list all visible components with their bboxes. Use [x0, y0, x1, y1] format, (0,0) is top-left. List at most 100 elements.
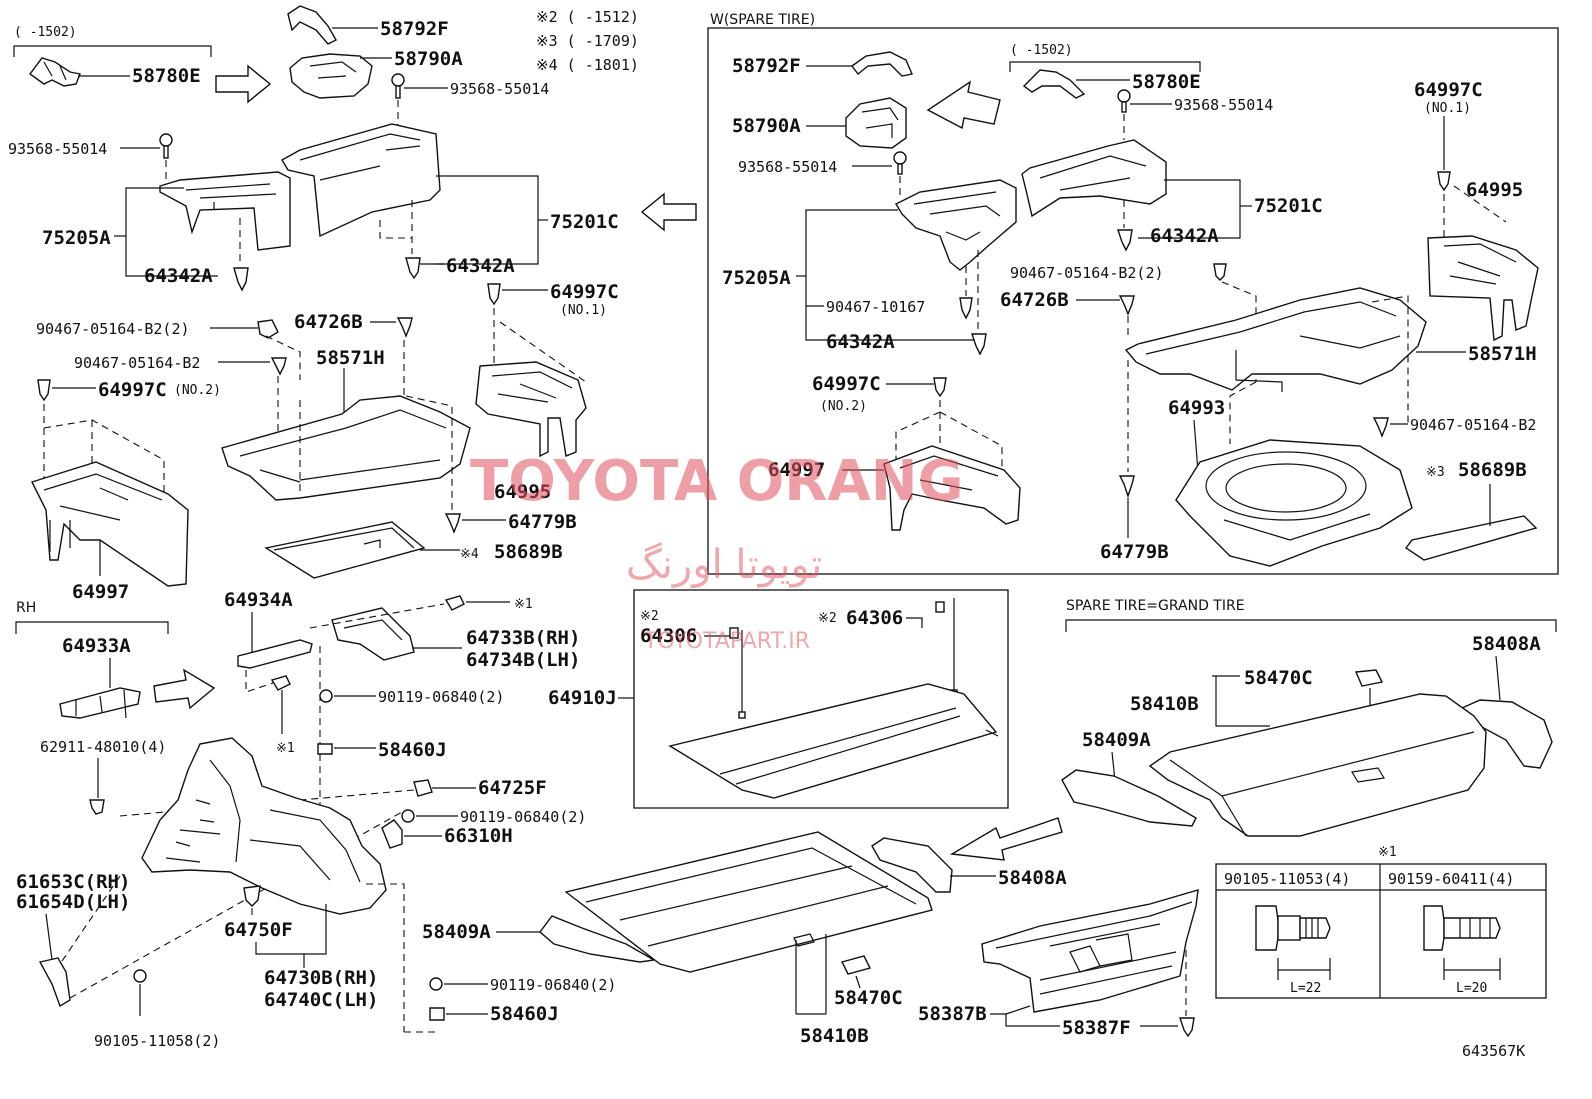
part-66310h[interactable]: 66310H — [381, 819, 513, 849]
s-clip-64342a-a[interactable]: 64342A — [1117, 225, 1219, 252]
screw-x1-b[interactable]: ※1 — [444, 595, 533, 612]
s-label-64997: 64997 — [768, 459, 825, 481]
label-x2-a: ※2 — [640, 609, 659, 624]
part-64730b[interactable] — [141, 737, 387, 915]
clip-90467-b2-2[interactable]: 90467-05164-B2(2) — [36, 319, 279, 339]
s-clip-64342a-b[interactable]: 64342A — [826, 331, 987, 356]
clip-64342a-a[interactable]: 64342A — [144, 265, 249, 292]
s-part-64993[interactable]: 64993 — [1168, 397, 1413, 567]
part-64934a[interactable]: 64934A — [224, 589, 313, 669]
range-bracket-1502: ( -1502) — [13, 25, 212, 57]
part-64306-b[interactable]: ※2 64306 — [818, 598, 958, 697]
s-label-64779b: 64779B — [1100, 541, 1169, 563]
tonneau-frame — [633, 589, 1009, 809]
s-clip-64779b[interactable]: 64779B — [1100, 475, 1169, 563]
s-clip-64997c-no1[interactable]: 64997C (NO.1) — [1414, 79, 1483, 192]
label-58792f: 58792F — [380, 18, 449, 40]
s-part-58792f[interactable]: 58792F — [732, 51, 913, 77]
clip-64779b[interactable]: 64779B — [444, 511, 577, 534]
label-x2-b: ※2 — [818, 611, 837, 626]
g-part-58410b-b[interactable]: 58410B — [564, 831, 933, 1047]
part-58780e[interactable]: 58780E — [29, 57, 201, 87]
footnotes: ※2 ( -1512) ※3 ( -1709) ※4 ( -1801) — [536, 8, 639, 74]
screw-x1-a[interactable]: ※1 — [270, 675, 295, 756]
s-part-64995[interactable]: 64995 — [1427, 179, 1539, 342]
s-part-58571h[interactable]: 58571H — [1124, 287, 1537, 392]
label-64730b: 64730B(RH) — [264, 967, 378, 989]
part-58571h[interactable]: 58571H — [221, 347, 471, 516]
part-64910j[interactable]: 64910J — [548, 683, 999, 799]
bolt-90105-icon: L=22 — [1255, 905, 1331, 996]
clip-93568-55014-left[interactable]: 93568-55014 — [8, 133, 173, 159]
label-64740c: 64740C(LH) — [264, 989, 378, 1011]
s-part-75205a[interactable]: 75205A — [722, 179, 1017, 341]
label-rh: RH — [16, 600, 36, 616]
s-clip-90467-b2[interactable]: 90467-05164-B2 — [1372, 416, 1536, 438]
label-x1-a: ※1 — [276, 741, 295, 756]
s-part-58790a[interactable]: 58790A — [732, 97, 907, 149]
label-90119-c: 90119-06840(2) — [490, 976, 616, 994]
clip-64726b[interactable]: 64726B — [294, 311, 413, 338]
g-part-58470c-b[interactable]: 58470C — [834, 955, 903, 1009]
s-clip-64997c-no2[interactable]: 64997C (NO.2) — [812, 373, 947, 414]
s-clip-93568-a[interactable]: 93568-55014 — [1117, 89, 1273, 114]
part-64997[interactable]: 64997 — [31, 461, 189, 603]
label-62911: 62911-48010(4) — [40, 738, 166, 756]
g-label-58387f: 58387F — [1062, 1017, 1131, 1039]
g-part-58408a-b[interactable]: 58408A — [871, 837, 1067, 893]
label-64733b: 64733B(RH) — [466, 627, 580, 649]
nut-90119-b[interactable]: 90119-06840(2) — [401, 808, 586, 826]
g-part-58410b-a[interactable]: 58410B 58470C — [1130, 667, 1487, 837]
s-part-58689b[interactable]: ※3 58689B — [1404, 459, 1538, 561]
watermark-main: TOYOTA ORANG — [470, 449, 964, 514]
clip-64342a-b[interactable]: 64342A — [405, 255, 515, 280]
label-64726b: 64726B — [294, 311, 363, 333]
part-58689b[interactable]: ※4 58689B — [264, 521, 563, 579]
part-64306-a[interactable]: ※2 64306 — [640, 609, 746, 719]
s-part-64997[interactable]: 64997 — [768, 445, 1021, 531]
watermark: TOYOTA ORANG تویوتا اورنگ TOYOTAPART.IR — [470, 449, 964, 654]
label-90105-2: 90105-11058(2) — [94, 1032, 220, 1050]
clip-64750f[interactable]: 64750F — [224, 885, 293, 941]
g-label-58410b-b: 58410B — [800, 1025, 869, 1047]
label-58790a: 58790A — [394, 48, 463, 70]
s-part-75201c[interactable]: 75201C — [1021, 139, 1323, 239]
part-64933a[interactable]: 64933A — [59, 635, 141, 719]
label-64306-a: 64306 — [640, 625, 697, 647]
s-label-58689b: 58689B — [1458, 459, 1527, 481]
label-90467-b2-2: 90467-05164-B2(2) — [36, 320, 190, 338]
s-clip-93568-b[interactable]: 93568-55014 — [738, 151, 907, 176]
part-64733b[interactable]: 64733B(RH) 64734B(LH) — [331, 607, 580, 671]
clip-58460j-a[interactable]: 58460J — [317, 739, 447, 761]
clip-64997c-no1[interactable]: 64997C (NO.1) — [487, 281, 619, 318]
s-label-58790a: 58790A — [732, 115, 801, 137]
clip-64725f[interactable]: 64725F — [413, 777, 547, 799]
nut-90119-c[interactable]: 90119-06840(2) — [429, 976, 616, 994]
part-58790a[interactable]: 58790A — [289, 48, 463, 99]
g-part-58409a-a[interactable]: 58409A — [1061, 729, 1197, 827]
s-label-58792f: 58792F — [732, 55, 801, 77]
part-64995[interactable]: 64995 — [475, 361, 587, 503]
g-part-58387b[interactable]: 58387B — [918, 889, 1199, 1027]
s-clip-64726b[interactable]: 64726B — [1000, 289, 1135, 316]
clip-58460j-b[interactable]: 58460J — [429, 1003, 559, 1025]
part-75201c[interactable]: 75201C — [281, 123, 619, 265]
clip-62911[interactable]: 62911-48010(4) — [40, 738, 166, 815]
label-66310h: 66310H — [444, 825, 513, 847]
screw-90105-2[interactable]: 90105-11058(2) — [94, 969, 220, 1050]
s-clip-90467-10167[interactable]: 90467-10167 — [806, 297, 973, 320]
clip-64997c-no2[interactable]: 64997C (NO.2) — [37, 379, 221, 402]
g-part-58387f[interactable]: 58387F — [1062, 1017, 1195, 1039]
clip-93568-55014-top[interactable]: 93568-55014 — [391, 73, 549, 99]
s-clip-90467-b2-2[interactable]: 90467-05164-B2(2) — [1010, 263, 1227, 282]
g-part-58409a-b[interactable]: 58409A — [422, 915, 657, 963]
label-64779b: 64779B — [508, 511, 577, 533]
s-part-58780e[interactable]: 58780E — [1022, 69, 1201, 99]
s-label-58571h: 58571H — [1468, 343, 1537, 365]
part-58792f[interactable]: 58792F — [287, 5, 449, 45]
clip-90467-b2[interactable]: 90467-05164-B2 — [74, 354, 287, 376]
part-75205a[interactable]: 75205A — [42, 171, 291, 277]
nut-90119-a[interactable]: 90119-06840(2) — [319, 688, 504, 706]
part-61653c[interactable]: 61653C(RH) 61654D(LH) — [16, 871, 130, 1008]
watermark-farsi: تویوتا اورنگ — [626, 542, 822, 588]
